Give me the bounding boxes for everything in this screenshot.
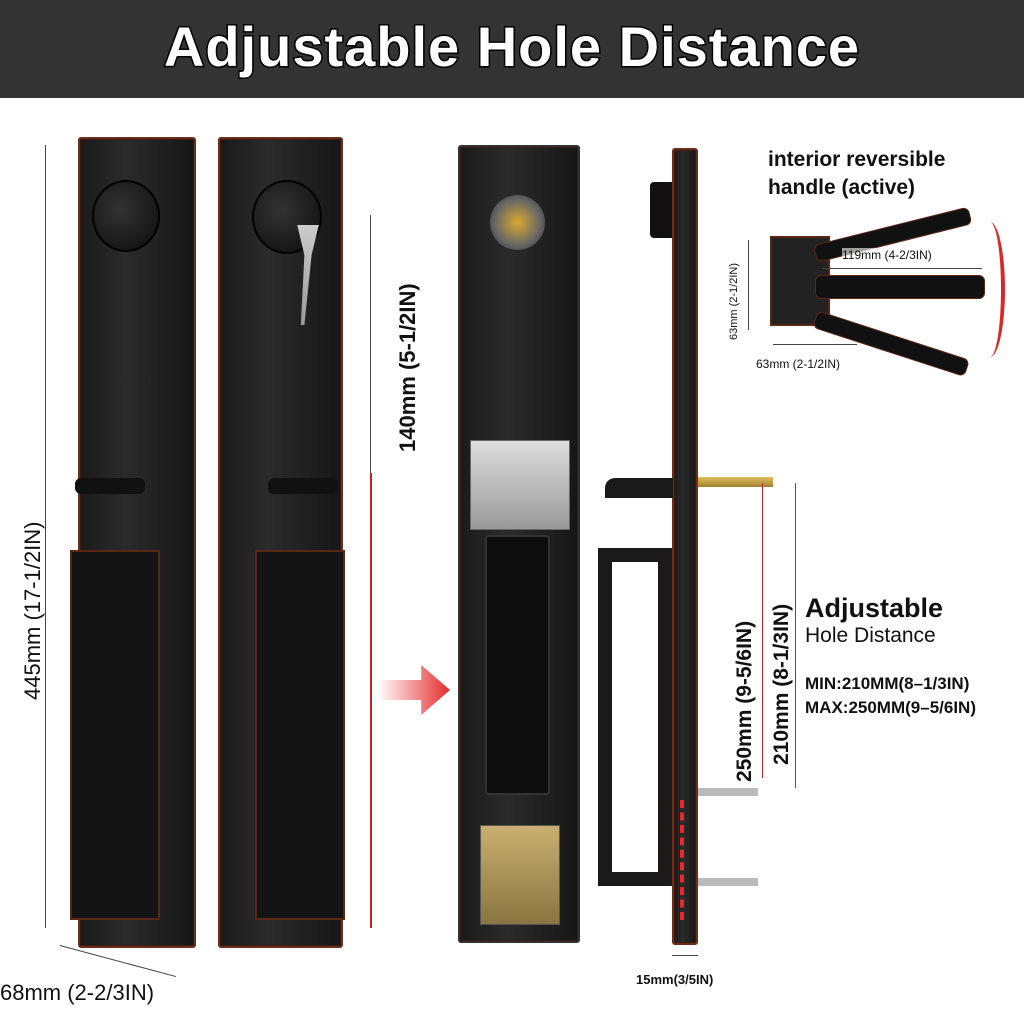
exterior-thumb-lever (268, 478, 338, 494)
max-distance-label: 250mm (9-5/6IN) (733, 620, 756, 782)
handle-length-line (822, 268, 982, 269)
latch-mechanism (470, 440, 570, 530)
red-guide-line (370, 473, 372, 928)
rose-width-line (773, 344, 857, 345)
adjust-range-arrow-icon (680, 800, 684, 920)
adjustable-heading: Adjustable (805, 593, 944, 623)
rotation-arrow-icon (975, 222, 1005, 357)
backset-dimension-line (370, 215, 371, 473)
height-dimension-line (45, 145, 46, 928)
side-view-plate (672, 148, 698, 945)
rose-height-line (748, 240, 749, 330)
deadbolt-cylinder (490, 195, 545, 250)
min-distance-label: 210mm (8-1/3IN) (770, 603, 793, 765)
width-label: 68mm (2-2/3IN) (0, 980, 155, 1005)
header-banner (0, 0, 1024, 98)
rose-height-label: 63mm (2-1/2IN) (728, 262, 740, 340)
min-spec: MIN:210MM(8–1/3IN) (805, 674, 970, 693)
max-spec: MAX:250MM(9–5/6IN) (805, 698, 976, 717)
interior-pull-handle (70, 550, 160, 920)
max-distance-line (762, 483, 763, 778)
handle-lever-middle (815, 275, 985, 299)
side-lever (605, 478, 673, 498)
mount-screw-top (698, 788, 758, 796)
thickness-label: 15mm(3/5IN) (636, 972, 714, 987)
slide-rail (485, 535, 550, 795)
latch-bolt (698, 477, 773, 487)
thickness-dimension-line (672, 955, 698, 956)
page-title: Adjustable Hole Distance (162, 14, 861, 80)
backset-label: 140mm (5-1/2IN) (395, 283, 420, 452)
side-deadbolt (650, 182, 674, 238)
exterior-pull-handle (255, 550, 345, 920)
rose-width-label: 63mm (2-1/2IN) (756, 357, 841, 371)
min-distance-line (795, 483, 796, 788)
side-pull-handle (598, 548, 672, 886)
mount-screw-bottom (698, 878, 758, 886)
width-dimension-line (59, 945, 177, 978)
adjustable-subheading: Hole Distance (805, 624, 936, 647)
adjustable-mount (480, 825, 560, 925)
thumb-turn-knob (92, 180, 160, 252)
handle-title: interior reversible handle (active) (768, 148, 946, 199)
handle-length-label: 119mm (4-2/3IN) (842, 248, 932, 262)
interior-thumb-lever (75, 478, 145, 494)
right-arrow-icon (378, 665, 450, 715)
height-label: 445mm (17-1/2IN) (20, 521, 45, 700)
